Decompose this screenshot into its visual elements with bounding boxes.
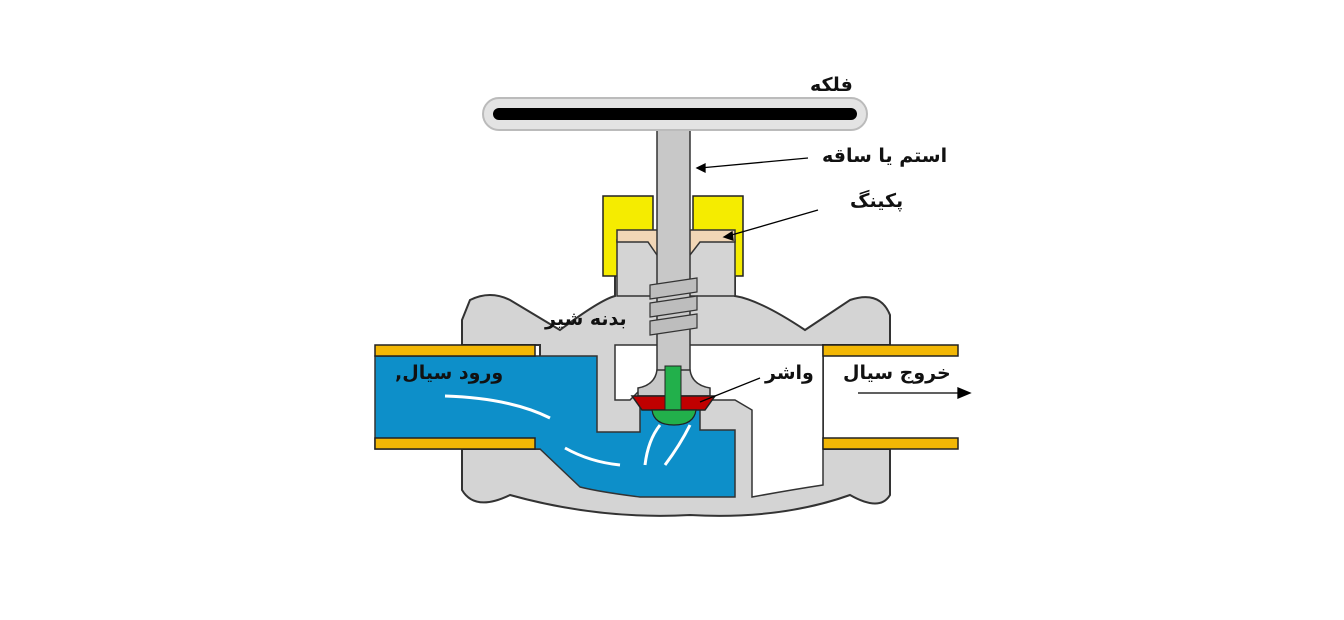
handwheel-bar [493,108,857,120]
inlet-pipe-bottom [374,437,536,450]
label-packing: پکینگ [850,190,904,212]
label-outlet: خروج سیال [843,362,951,384]
screw-head [651,409,697,426]
inlet-pipe-top [374,344,536,357]
label-handwheel: فلکه [810,74,853,96]
leader-lines [695,157,972,403]
label-body: بدنه شیر [545,308,627,330]
screw-shank [664,365,682,411]
flow-arrows [444,394,692,467]
label-washer: واشر [765,362,814,384]
outlet-pipe-bottom [822,437,959,450]
stem-threads [649,277,698,336]
label-inlet: ورود سیال, [395,362,504,384]
stem [656,127,691,379]
outlet-pipe-top [822,344,959,357]
label-stem: استم یا ساقه [822,145,948,167]
